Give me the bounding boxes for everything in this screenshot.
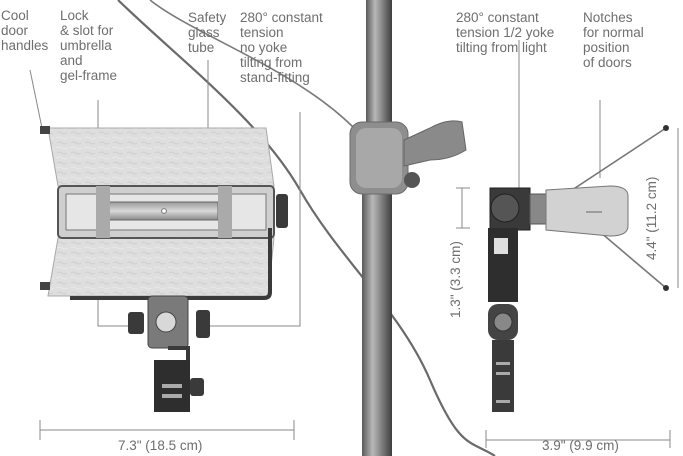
label-safety-glass: Safety glass tube [188, 10, 227, 55]
stand-pole-top [366, 0, 392, 132]
label-cool-door-handles: Cool door handles [1, 8, 49, 53]
yoke-mount [128, 295, 210, 412]
door-handle-top [40, 126, 50, 134]
dimension-width-left: 7.3" (18.5 cm) [118, 438, 203, 453]
side-knob [276, 194, 288, 228]
top-door [47, 127, 275, 187]
dimension-width-right: 3.9" (9.9 cm) [542, 438, 619, 453]
label-lock-slot: Lock & slot for umbrella and gel-frame [60, 8, 118, 83]
door-handle-bottom [40, 282, 50, 290]
label-tension-half-yoke: 280° constant tension 1/2 yoke tilting f… [456, 10, 555, 55]
label-notches: Notches for normal position of doors [583, 10, 644, 70]
stand-pole-bottom [362, 190, 392, 456]
bottom-door [47, 237, 275, 297]
left-light-front [29, 60, 301, 412]
dimension-height-door: 4.4" (11.2 cm) [644, 176, 659, 260]
right-light-side [488, 40, 669, 412]
dimension-height-yoke: 1.3" (3.3 cm) [448, 241, 463, 318]
dimension-lines [39, 128, 679, 448]
power-cable [117, 0, 496, 456]
stand-clamp [349, 120, 467, 195]
label-tension-no-yoke: 280° constant tension no yoke tilting fr… [240, 10, 323, 85]
